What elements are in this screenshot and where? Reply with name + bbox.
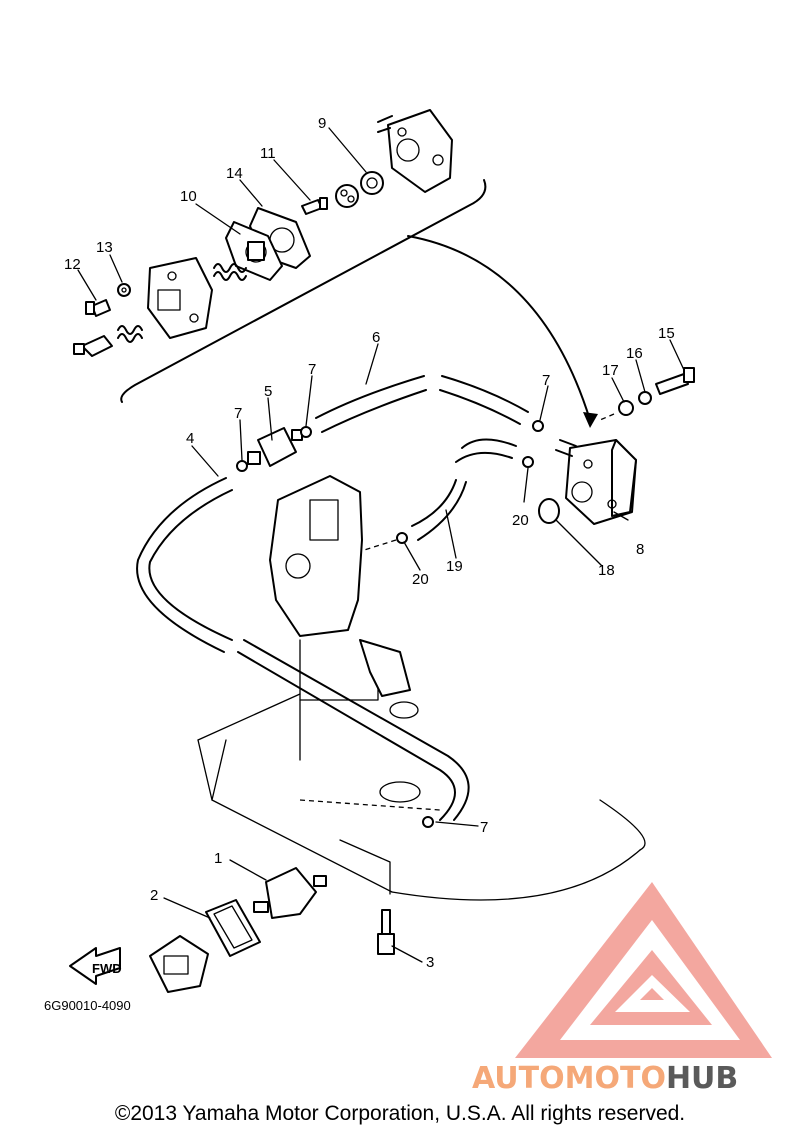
- valve-seat: [335, 184, 359, 208]
- spring-upper: [213, 263, 247, 281]
- lower-cowling: [197, 693, 646, 901]
- callout-9: 9: [318, 115, 326, 132]
- callout-5: 5: [264, 383, 272, 400]
- inset-frame: [120, 179, 487, 403]
- carburetor: [269, 475, 419, 719]
- detail-arrow: [407, 235, 591, 421]
- washer-13: [117, 283, 131, 297]
- callout-20-a: 20: [512, 512, 529, 529]
- clip-7-d: [422, 816, 434, 828]
- fuel-connector: [149, 935, 209, 993]
- callout-7-c: 7: [542, 372, 550, 389]
- callout-3: 3: [426, 954, 434, 971]
- fuel-filter-5: [247, 427, 303, 467]
- pump-cover: [377, 109, 453, 193]
- fwd-arrow: FWD: [69, 947, 122, 985]
- callout-13: 13: [96, 239, 113, 256]
- callout-18: 18: [598, 562, 615, 579]
- callout-20-b: 20: [412, 571, 429, 588]
- callout-7-b: 7: [308, 361, 316, 378]
- washer-17: [618, 400, 634, 416]
- callout-7-a: 7: [234, 405, 242, 422]
- callout-6: 6: [372, 329, 380, 346]
- diagram-code: 6G90010-4090: [44, 998, 131, 1013]
- callout-4: 4: [186, 430, 194, 447]
- fwd-label: FWD: [92, 961, 122, 976]
- callout-12: 12: [64, 256, 81, 273]
- gasket-2: [205, 899, 261, 957]
- fuel-hose-4: [136, 477, 470, 821]
- bolt-15: [655, 367, 695, 395]
- o-ring-18: [538, 498, 560, 524]
- automotohub-logo: [515, 882, 772, 1058]
- callout-15: 15: [658, 325, 675, 342]
- callout-16: 16: [626, 345, 643, 362]
- diaphragm-9: [360, 171, 384, 195]
- callout-14: 14: [226, 165, 243, 182]
- leader-lines: [77, 127, 685, 963]
- clip-20-b: [396, 532, 408, 544]
- callout-2: 2: [150, 887, 158, 904]
- callout-7-d: 7: [480, 819, 488, 836]
- watermark-text: AUTOMOTOHUB: [472, 1061, 738, 1096]
- callout-10: 10: [180, 188, 197, 205]
- clip-20-a: [522, 456, 534, 468]
- copyright-notice: ©2013 Yamaha Motor Corporation, U.S.A. A…: [114, 1102, 686, 1125]
- screw-11: [301, 197, 328, 215]
- clip-7-b: [300, 426, 312, 438]
- callout-19: 19: [446, 558, 463, 575]
- fuel-joint-1: [253, 867, 327, 919]
- callout-11: 11: [260, 145, 276, 162]
- fuel-hose-6: [315, 375, 529, 433]
- clip-7-c: [532, 420, 544, 432]
- callout-1: 1: [214, 850, 222, 867]
- screw-12: [85, 299, 111, 317]
- callout-8: 8: [636, 541, 644, 558]
- check-valve: [73, 335, 113, 357]
- clip-7-a: [236, 460, 248, 472]
- callout-17: 17: [602, 362, 619, 379]
- bolt-3: [377, 909, 395, 955]
- diaphragm-assembly: [225, 221, 283, 281]
- washer-16: [638, 391, 652, 405]
- fuel-hose-19: [411, 438, 517, 541]
- pump-body: [147, 257, 213, 339]
- fuel-pump-8: [555, 439, 637, 525]
- spring-lower: [117, 325, 143, 343]
